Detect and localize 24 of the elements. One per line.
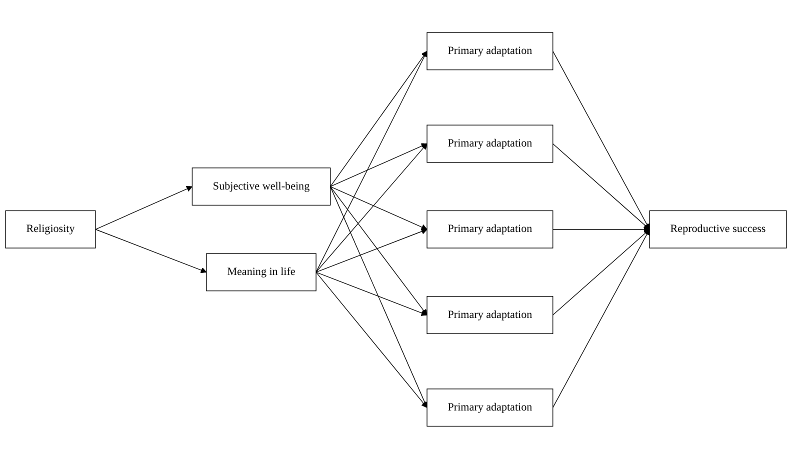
- process-box: Primary adaptation: [426, 32, 554, 70]
- process-box: Primary adaptation: [426, 210, 554, 248]
- arrow: [552, 229, 650, 316]
- arrow: [316, 144, 428, 273]
- process-box: Meaning in life: [206, 253, 316, 292]
- arrow: [330, 143, 428, 187]
- process-box: Primary adaptation: [426, 388, 554, 427]
- arrow: [552, 229, 650, 408]
- arrow: [330, 51, 428, 187]
- process-box: Primary adaptation: [426, 296, 554, 334]
- arrow: [330, 186, 428, 316]
- arrow: [95, 229, 207, 274]
- process-box: Reproductive success: [649, 210, 787, 248]
- arrow: [330, 186, 428, 230]
- arrow: [552, 144, 650, 230]
- arrow: [552, 226, 650, 233]
- arrow: [316, 272, 428, 316]
- process-box: Religiosity: [5, 210, 96, 248]
- process-box: Subjective well-being: [192, 168, 331, 206]
- arrow: [316, 272, 428, 408]
- arrow: [95, 186, 192, 230]
- arrow: [316, 51, 428, 273]
- arrow: [316, 228, 428, 273]
- process-box: Primary adaptation: [426, 124, 554, 163]
